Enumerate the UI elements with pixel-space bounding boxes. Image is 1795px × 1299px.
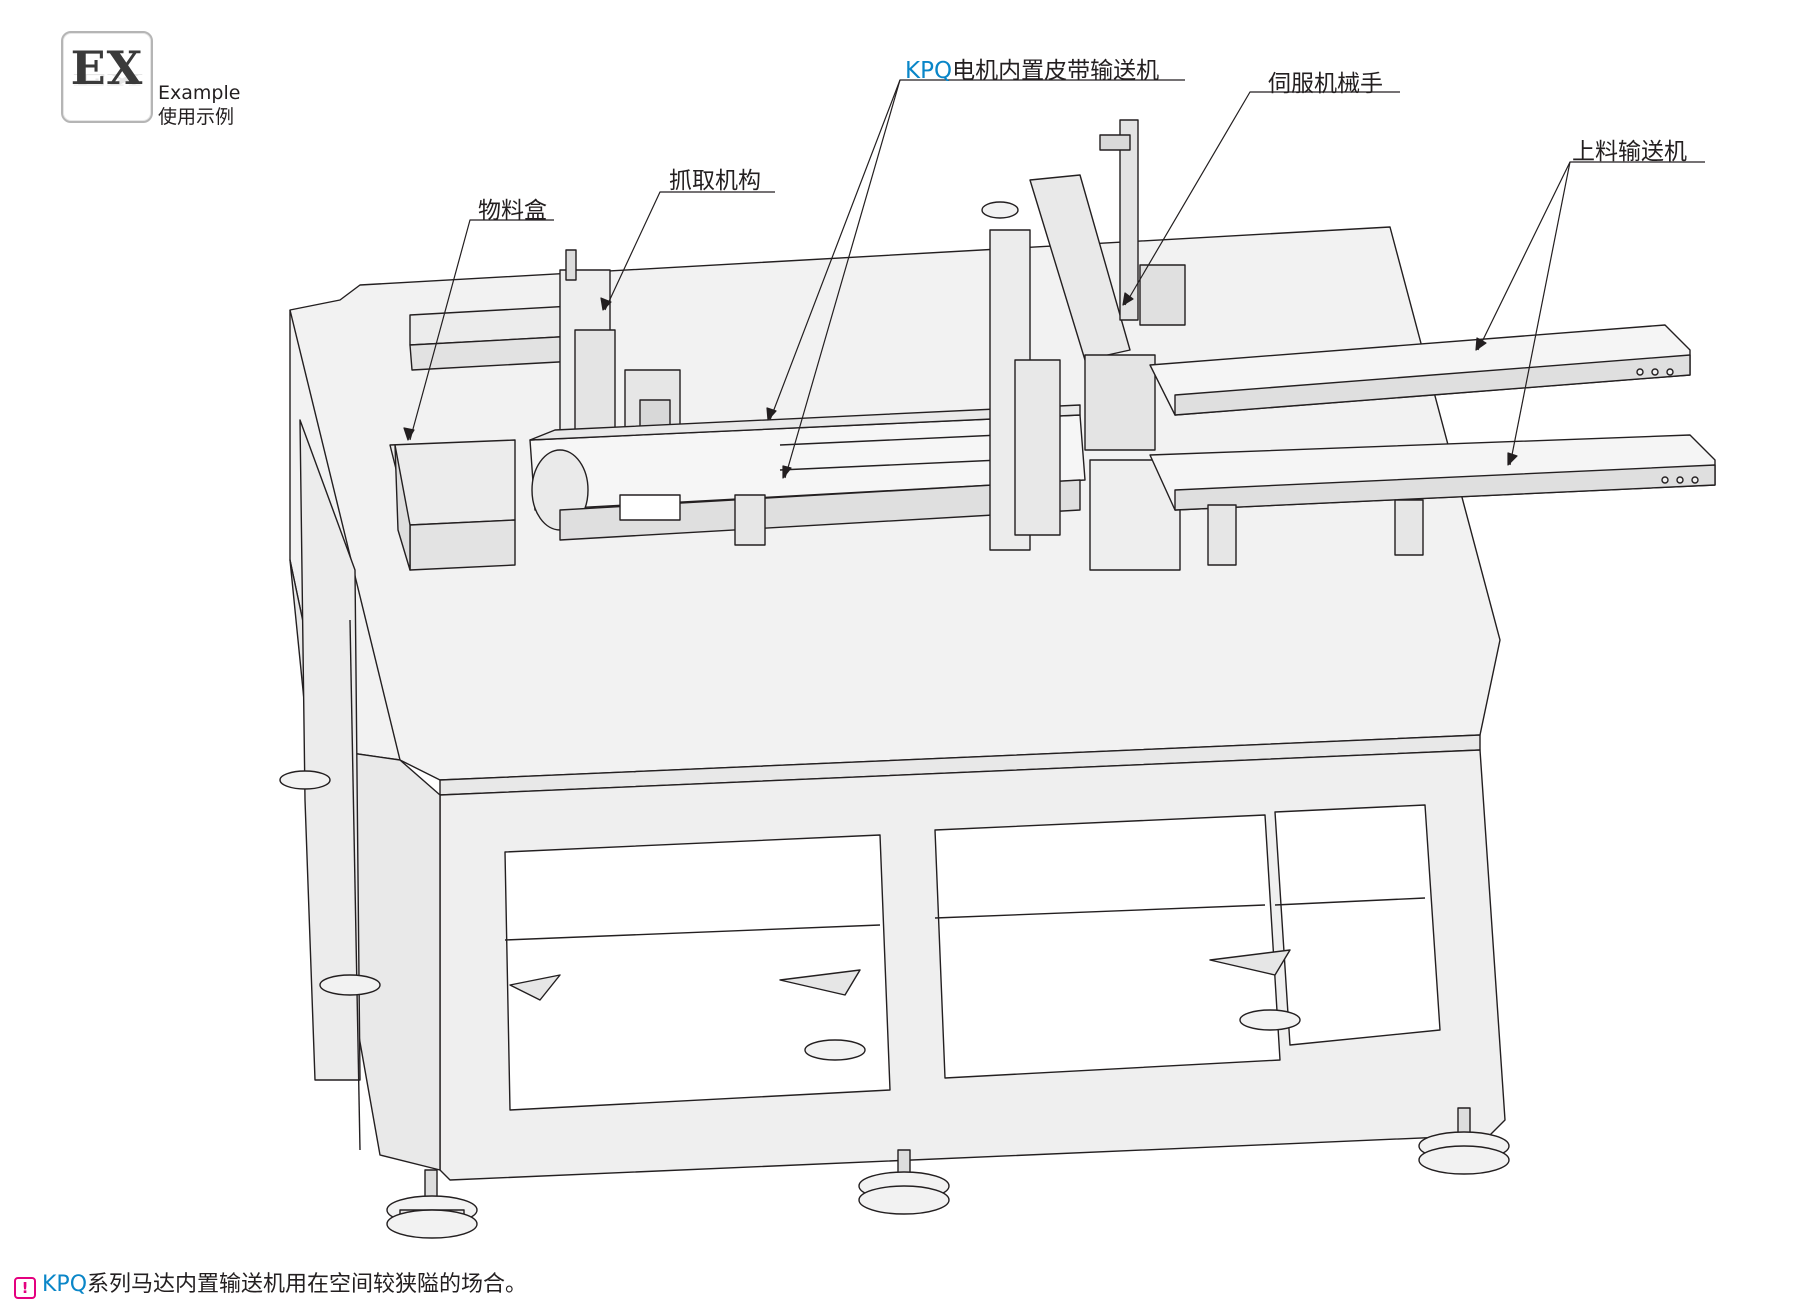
kpq-conveyor: [529, 404, 1086, 546]
footer-note-text: 系列马达内置输送机用在空间较狭隘的场合。: [87, 1272, 528, 1297]
example-badge-letters: EX: [70, 41, 144, 95]
footer-note-prefix: KPQ: [42, 1272, 88, 1297]
material-box: [389, 439, 516, 571]
exclamation-icon: !: [14, 1277, 36, 1299]
example-badge: EX EX: [61, 31, 153, 123]
callout-kpq-conveyor: KPQ电机内置皮带输送机: [905, 51, 1159, 85]
table-frame-front: [439, 749, 1506, 1181]
callout-kpq-conveyor-prefix: KPQ: [905, 58, 953, 84]
footer-note: ! KPQ系列马达内置输送机用在空间较狭隘的场合。: [14, 1266, 527, 1299]
callout-feed-conveyor: 上料输送机: [1572, 139, 1687, 165]
servo-manipulator: [981, 119, 1186, 571]
leveling-feet: [279, 770, 1510, 1239]
table-frame-side: [289, 419, 441, 1171]
callout-kpq-conveyor-suffix: 电机内置皮带输送机: [952, 58, 1160, 84]
callout-material-box: 物料盒: [478, 198, 547, 224]
feed-conveyors: [1149, 324, 1716, 566]
leader-lines: [403, 79, 1705, 479]
callout-pick-mechanism: 抓取机构: [669, 168, 761, 194]
callout-servo-manipulator: 伺服机械手: [1268, 71, 1383, 97]
example-label-en: Example: [158, 82, 241, 104]
example-label-cn: 使用示例: [158, 106, 235, 128]
